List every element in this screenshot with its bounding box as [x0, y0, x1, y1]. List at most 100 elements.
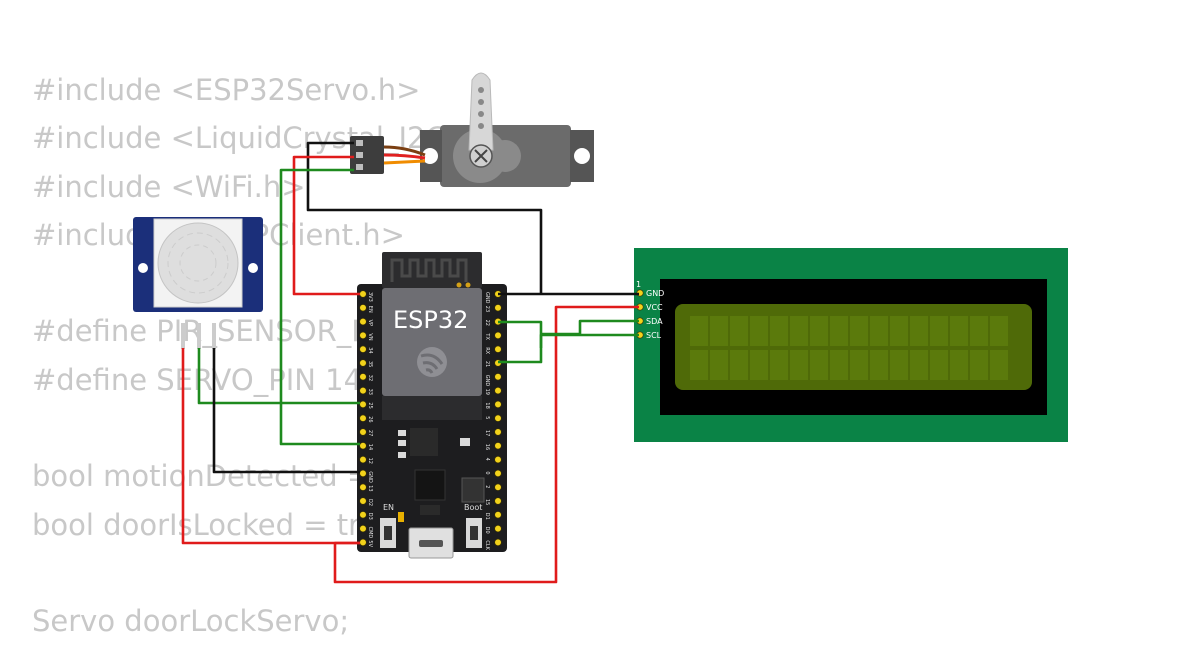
- lcd-cell: [730, 316, 748, 346]
- esp32-pin-label: D2: [367, 499, 373, 506]
- pir-dome: [157, 222, 239, 304]
- esp32-pin[interactable]: [494, 428, 502, 436]
- wire-lcd-vcc: [333, 305, 639, 584]
- esp32-pin[interactable]: [494, 442, 502, 450]
- esp32-pin[interactable]: [359, 483, 367, 491]
- esp32-pin[interactable]: [359, 387, 367, 395]
- lcd-cell: [890, 350, 908, 380]
- esp32-pin[interactable]: [494, 497, 502, 505]
- lcd-cell: [870, 350, 888, 380]
- pir-motion-sensor[interactable]: + D –: [133, 217, 263, 349]
- esp32-pin[interactable]: [494, 331, 502, 340]
- wires: [181, 141, 639, 584]
- esp32-pin[interactable]: [494, 304, 502, 312]
- esp32-pin[interactable]: [494, 373, 502, 381]
- lcd-cell: [830, 350, 848, 380]
- lcd-cell: [890, 316, 908, 346]
- esp32-pin-label: 5V: [367, 540, 373, 547]
- esp32-pcb-components: [398, 428, 485, 522]
- servo-mount-hole-right: [574, 148, 590, 164]
- esp32-pin[interactable]: [359, 290, 367, 298]
- esp32-pin[interactable]: [359, 469, 367, 478]
- esp32-pin[interactable]: [359, 524, 367, 533]
- esp32-pin[interactable]: [359, 304, 367, 312]
- esp32-pin[interactable]: [494, 345, 502, 353]
- wire-servo-signal: [279, 168, 360, 446]
- esp32-pin[interactable]: [494, 524, 502, 533]
- esp32-pin-label: GND: [484, 292, 490, 304]
- micro-usb-port[interactable]: [408, 527, 454, 559]
- esp32-pin[interactable]: [494, 538, 502, 547]
- esp32-pin-label: 27: [367, 430, 373, 436]
- esp32-pin-label: 13: [367, 485, 373, 491]
- esp32-pin[interactable]: [359, 373, 367, 381]
- lcd-cell: [690, 350, 708, 380]
- lcd-cell: [850, 316, 868, 346]
- lcd-character-cells: [690, 316, 1008, 380]
- esp32-pin[interactable]: [359, 318, 367, 326]
- lcd-cell: [790, 316, 808, 346]
- lcd-cell: [810, 316, 828, 346]
- esp32-pin[interactable]: [494, 456, 502, 464]
- esp32-pin[interactable]: [494, 483, 502, 491]
- esp32-pin-label: D3: [367, 513, 373, 520]
- esp32-pin-label: 32: [367, 375, 373, 381]
- esp32-pin-label: 25: [367, 402, 373, 408]
- lcd-cell: [870, 316, 888, 346]
- esp32-pin[interactable]: [359, 442, 367, 450]
- esp32-pin[interactable]: [494, 400, 502, 409]
- esp32-pin[interactable]: [359, 331, 367, 340]
- wire-pir-signal: [197, 348, 360, 405]
- esp32-pin[interactable]: [359, 497, 367, 505]
- esp32-pin[interactable]: [494, 414, 502, 422]
- esp32-pin[interactable]: [359, 456, 367, 464]
- esp32-pin[interactable]: [359, 414, 367, 422]
- esp32-pin-label: EN: [367, 306, 373, 313]
- lcd-cell: [810, 350, 828, 380]
- lcd-cell: [790, 350, 808, 380]
- lcd-pin-label: VCC: [646, 303, 663, 312]
- esp32-pin-label: CMD: [367, 527, 373, 539]
- esp32-pin[interactable]: [359, 400, 367, 409]
- esp32-boot-button[interactable]: [466, 518, 482, 548]
- servo-mount-hole-left: [422, 148, 438, 164]
- servo-connector: [350, 136, 384, 174]
- lcd-cell: [730, 350, 748, 380]
- esp32-module-shield: [382, 288, 482, 396]
- esp32-pin[interactable]: [359, 511, 367, 519]
- esp32-pin-label: VP: [367, 320, 373, 326]
- esp32-pin[interactable]: [359, 359, 367, 367]
- esp32-pin-label: 34: [367, 347, 373, 353]
- esp32-pin[interactable]: [359, 345, 367, 353]
- pir-pin-label-data: D: [194, 310, 203, 323]
- lcd-cell: [690, 316, 708, 346]
- esp32-pin[interactable]: [494, 511, 502, 519]
- esp32-pin-label: 17: [484, 430, 490, 436]
- lcd-cell: [710, 316, 728, 346]
- esp32-en-label: EN: [383, 503, 394, 512]
- esp32-devkit[interactable]: ESP32 EN Boot: [357, 252, 507, 559]
- lcd-cell: [950, 316, 968, 346]
- lcd-cell: [830, 316, 848, 346]
- lcd-cell: [910, 316, 928, 346]
- esp32-pin-label: 21: [484, 361, 490, 367]
- esp32-pin[interactable]: [494, 469, 502, 478]
- pir-pin-label-vcc: +: [180, 310, 189, 323]
- esp32-pin[interactable]: [494, 387, 502, 395]
- lcd-cell: [970, 350, 988, 380]
- lcd-cell: [930, 316, 948, 346]
- esp32-pin-label: 26: [367, 416, 373, 422]
- lcd-pin-label: GND: [646, 289, 664, 298]
- esp32-pin[interactable]: [359, 428, 367, 436]
- esp32-pin-label: 22: [484, 320, 490, 326]
- lcd-cell: [770, 316, 788, 346]
- esp32-pin-label: 19: [484, 389, 490, 395]
- esp32-pin[interactable]: [359, 538, 367, 547]
- esp32-pin-label: 18: [484, 402, 490, 408]
- servo-motor[interactable]: [350, 72, 594, 187]
- wire-lcd-scl-link: [539, 333, 639, 348]
- esp32-en-button[interactable]: [380, 518, 396, 548]
